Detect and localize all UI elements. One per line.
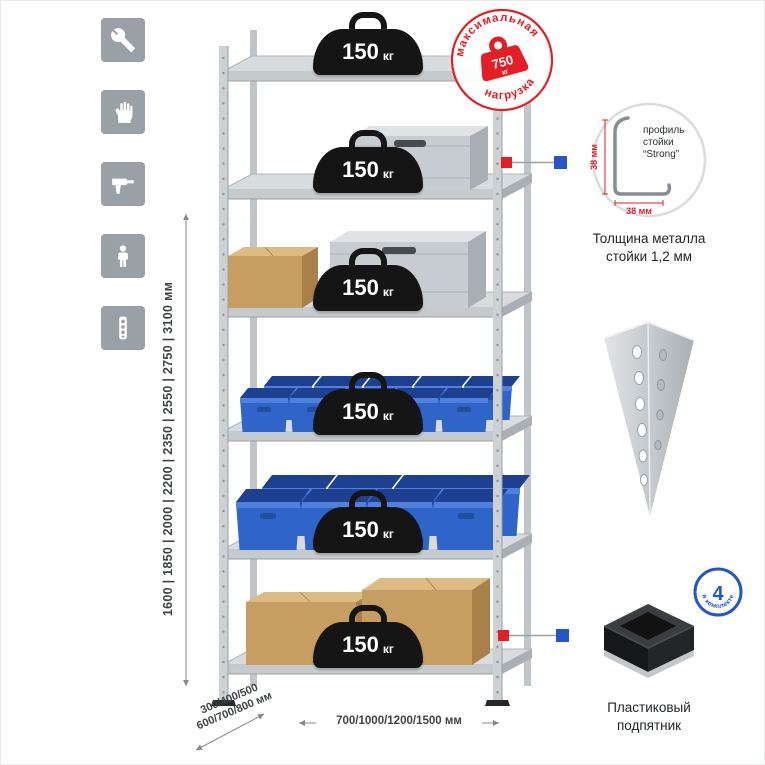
stamp-weight-unit: кг [501, 68, 509, 76]
weight-handle [349, 605, 387, 627]
shelf-load-value: 150 [342, 39, 379, 64]
person-icon [118, 245, 128, 267]
stamp-weight-body [480, 45, 529, 82]
shelf-load-unit: кг [382, 49, 394, 63]
weight-handle [349, 372, 387, 394]
profile-dim-side: 38 мм [589, 144, 599, 170]
callout-marker-blue [556, 629, 569, 642]
height-dimension-label: 1600 | 1850 | 2000 | 2200 | 2350 | 2550 … [161, 281, 175, 617]
shelf-load-unit: кг [382, 527, 394, 541]
plastic-foot-photo [603, 604, 695, 678]
profile-dim-bottom: 38 мм [626, 206, 652, 216]
callout-marker-red [501, 157, 512, 168]
foot-caption-line2: подпятник [617, 718, 681, 733]
shelf-load-unit: кг [382, 285, 394, 299]
front-posts [211, 46, 510, 706]
profile-detail-circle: 38 мм 38 мм профиль стойки “Strong” [589, 102, 707, 218]
icon-tile-person [101, 234, 145, 278]
kit-count-value: 4 [712, 583, 724, 605]
weight-handle [349, 130, 387, 152]
shelf-load-unit: кг [382, 409, 394, 423]
shelf-load-value: 150 [342, 157, 379, 182]
shelf-load-value: 150 [342, 632, 379, 657]
profile-label-2: стойки [643, 137, 674, 148]
icon-tile-drill [101, 162, 145, 206]
weight-handle [349, 12, 387, 34]
callout-connector-bottom [498, 629, 569, 642]
callout-marker-red [498, 630, 509, 641]
shelf-load-unit: кг [382, 642, 394, 656]
gloves-icon [115, 101, 133, 123]
power-strip-icon [119, 316, 127, 340]
callout-marker-blue [554, 156, 567, 169]
max-load-stamp: максимальная нагрузка 750 кг [446, 2, 554, 112]
shelf-load-value: 150 [342, 275, 379, 300]
weight-handle [349, 490, 387, 512]
callout-connector-top [501, 156, 567, 169]
profile-caption-line2: стойки 1,2 мм [606, 249, 692, 264]
depth-dimension-line [195, 713, 265, 751]
upright-profile-photo [603, 320, 695, 517]
profile-label-1: профиль [643, 124, 684, 136]
weight-handle [349, 248, 387, 270]
shelf-load-value: 150 [342, 517, 379, 542]
icon-tile-power-strip [101, 306, 145, 350]
shelf-load-value: 150 [342, 399, 379, 424]
width-dimension-label: 700/1000/1200/1500 мм [336, 715, 462, 727]
shelf-load-unit: кг [382, 167, 394, 181]
drill-icon [112, 178, 134, 194]
icon-tile-gloves [101, 90, 145, 134]
kit-count-badge: 4 в комплекте [693, 567, 743, 617]
foot-caption-line1: Пластиковый [607, 700, 691, 715]
stamp-weight-value: 750 [490, 52, 515, 72]
profile-caption-line1: Толщина металла [593, 231, 706, 246]
icon-tile-wrench [101, 18, 145, 62]
cardboard-box [228, 246, 318, 308]
wrench-icon [111, 28, 135, 52]
profile-cross-section [613, 116, 672, 196]
profile-label-3: “Strong” [643, 149, 679, 160]
